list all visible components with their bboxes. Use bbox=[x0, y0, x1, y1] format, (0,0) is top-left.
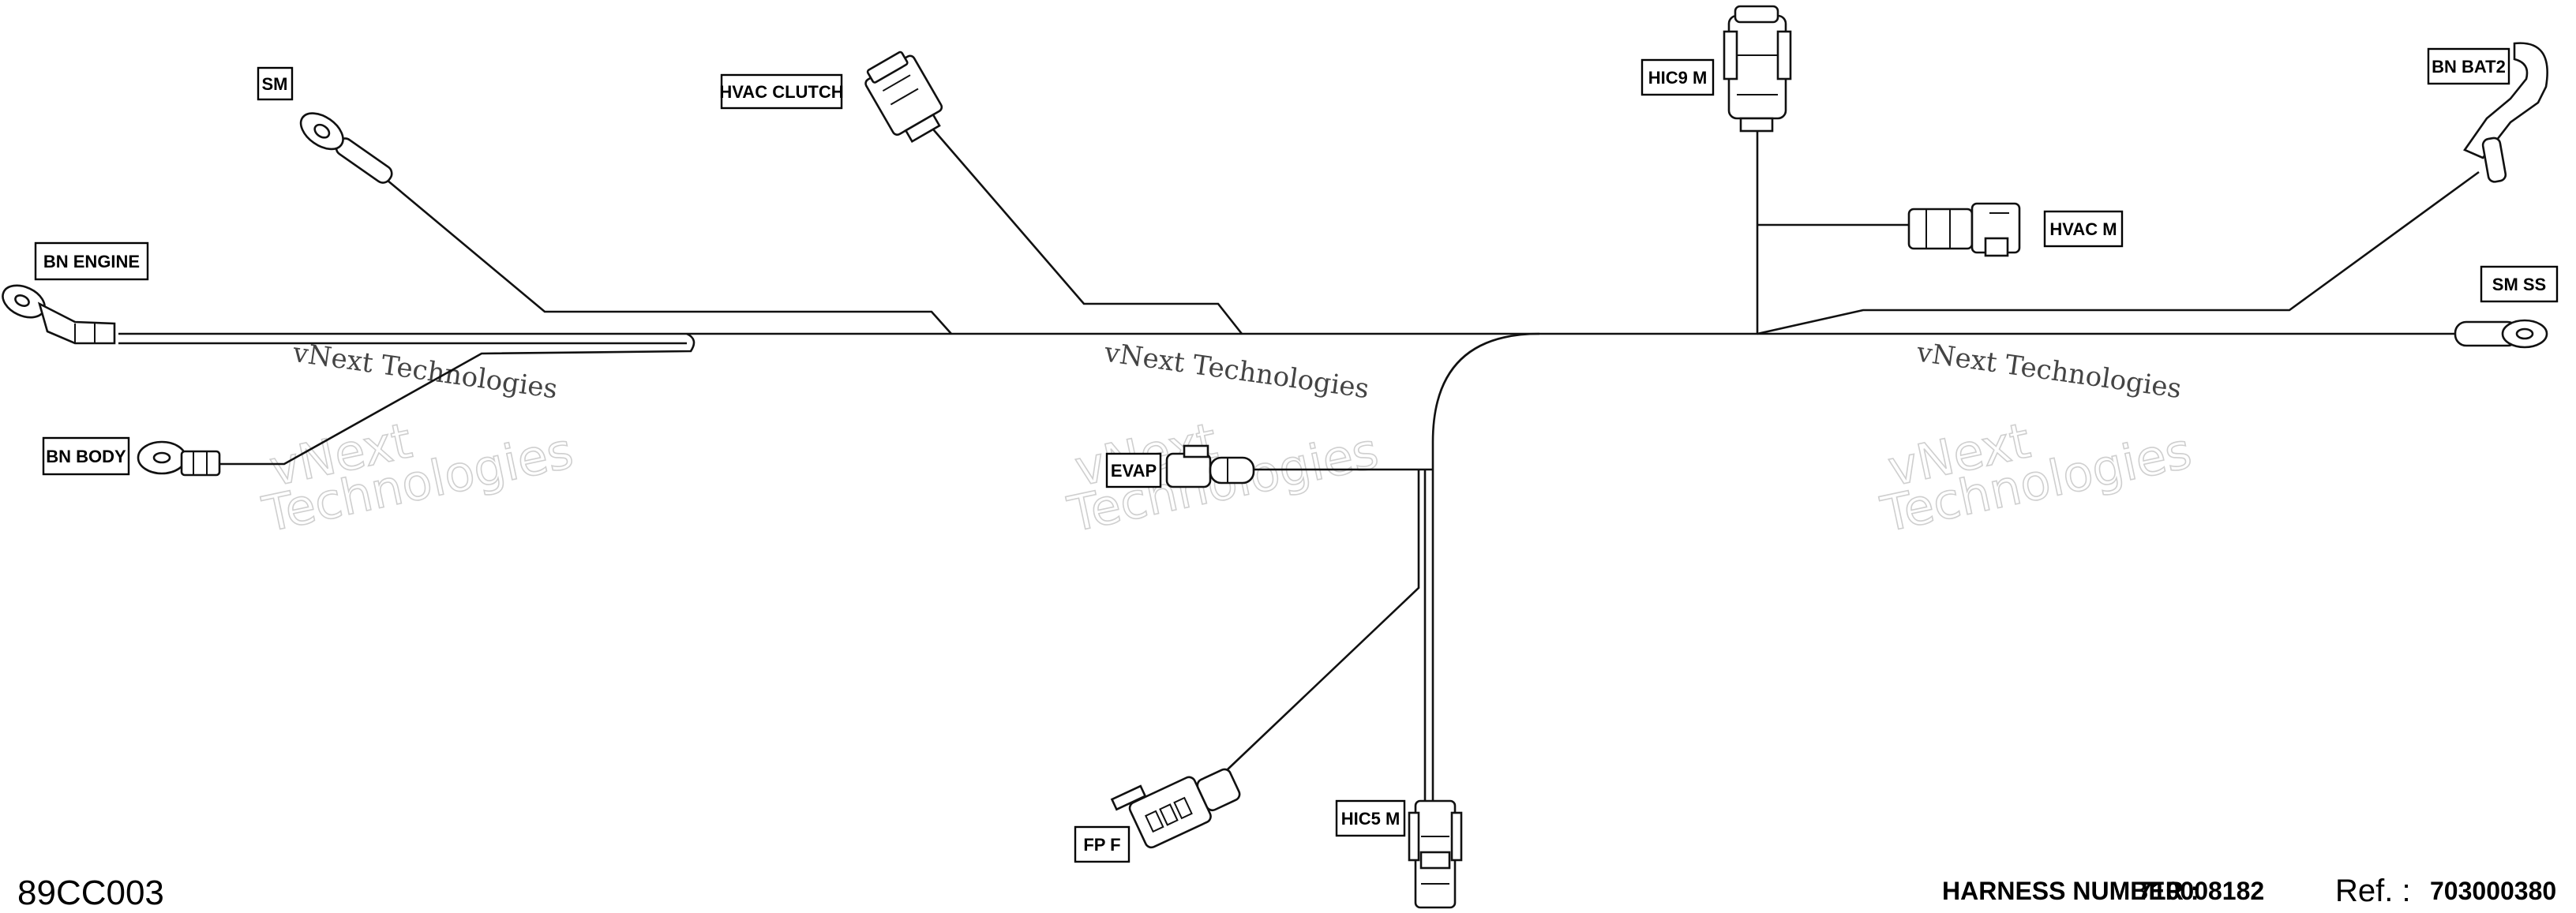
lower-trunk-wire bbox=[1431, 332, 1540, 852]
fp-f-branch-wire bbox=[1227, 470, 1420, 770]
ref-number: 703000380 bbox=[2430, 877, 2556, 905]
watermark-text-right: vNext Technologies bbox=[1914, 336, 2184, 405]
label-sm-ss: SM SS bbox=[2480, 265, 2559, 303]
sm-branch-wire bbox=[386, 179, 952, 335]
watermark-text-center: vNext Technologies bbox=[1102, 337, 1371, 406]
label-hvac-clutch-text: HVAC CLUTCH bbox=[719, 82, 843, 102]
label-sm-text: SM bbox=[262, 74, 288, 94]
watermark-left: vNext Technologies bbox=[257, 411, 578, 544]
label-hic9-m-text: HIC9 M bbox=[1648, 68, 1708, 88]
watermark-text-left: vNext Technologies bbox=[291, 337, 560, 406]
label-bn-body: BN BODY bbox=[42, 436, 130, 476]
label-fp-f-text: FP F bbox=[1083, 835, 1120, 855]
label-hvac-m: HVAC M bbox=[2043, 210, 2124, 248]
label-hvac-clutch: HVAC CLUTCH bbox=[719, 73, 844, 110]
label-hic5-m-text: HIC5 M bbox=[1341, 809, 1400, 829]
sm-ring-terminal-icon bbox=[299, 112, 393, 184]
hvac-clutch-branch-wire bbox=[923, 118, 1243, 335]
label-evap-text: EVAP bbox=[1111, 461, 1157, 481]
ref-label: Ref. : bbox=[2335, 874, 2411, 908]
harness-wires bbox=[118, 118, 2480, 852]
bn-engine-ring-terminal-icon bbox=[2, 284, 116, 345]
bn-body-branch-wire bbox=[219, 332, 696, 466]
watermark-right: vNext Technologies bbox=[1875, 411, 2196, 544]
harness-number-label: HARNESS NUMBER : bbox=[1942, 877, 2199, 905]
bn-bat2-terminal-icon bbox=[2463, 42, 2548, 183]
label-evap: EVAP bbox=[1105, 452, 1162, 488]
label-hic5-m: HIC5 M bbox=[1335, 799, 1406, 837]
label-hic9-m: HIC9 M bbox=[1640, 58, 1715, 96]
label-sm: SM bbox=[257, 66, 294, 101]
label-hvac-m-text: HVAC M bbox=[2049, 219, 2117, 239]
label-bn-engine: BN ENGINE bbox=[34, 241, 149, 281]
hvac-m-connector-icon bbox=[1907, 202, 2021, 257]
sm-ss-terminal-icon bbox=[2454, 319, 2548, 349]
bn-bat2-branch-wire bbox=[1757, 170, 2480, 335]
label-bn-body-text: BN BODY bbox=[46, 447, 126, 466]
label-fp-f: FP F bbox=[1074, 825, 1131, 863]
hic5-connector-icon bbox=[1408, 799, 1463, 909]
hvac-clutch-connector-icon bbox=[864, 51, 943, 144]
fp-f-connector-icon bbox=[1110, 768, 1241, 849]
label-bn-bat2-text: BN BAT2 bbox=[2432, 57, 2506, 77]
label-bn-engine-text: BN ENGINE bbox=[43, 252, 140, 271]
hic9-connector-icon bbox=[1723, 5, 1792, 133]
diagram-code: 89CC003 bbox=[17, 874, 164, 912]
label-bn-bat2: BN BAT2 bbox=[2427, 47, 2510, 85]
harness-number-value: 710008182 bbox=[2138, 877, 2264, 905]
evap-connector-icon bbox=[1165, 444, 1255, 488]
bn-body-ring-terminal-icon bbox=[137, 440, 221, 477]
label-sm-ss-text: SM SS bbox=[2492, 275, 2546, 294]
